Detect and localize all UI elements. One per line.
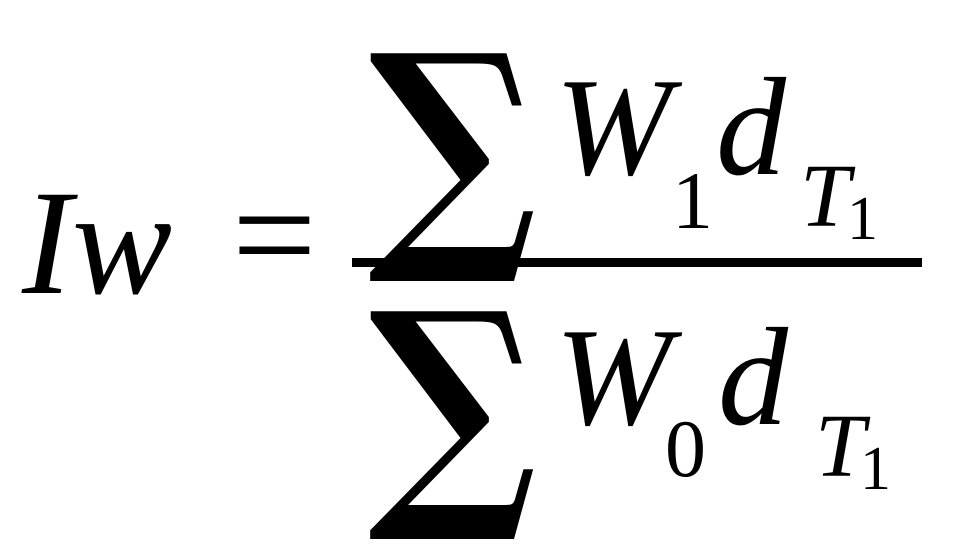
weight-variable: W (555, 50, 672, 205)
weight-variable: W (555, 300, 672, 455)
distance-sub-subscript: 1 (860, 435, 891, 503)
distance-variable: d (716, 50, 786, 205)
distance-sub-subscript: 1 (847, 185, 878, 253)
equals-sign: = (232, 152, 317, 318)
distance-variable: d (718, 300, 788, 455)
weight-subscript: 1 (672, 155, 713, 246)
summation-symbol: ∑ (368, 256, 538, 550)
lhs-variable: Iw (22, 160, 172, 326)
distance-subscript: T (800, 147, 851, 246)
distance-subscript: T (815, 397, 866, 496)
summation-symbol: ∑ (368, 0, 538, 292)
weight-subscript: 0 (665, 403, 706, 494)
formula-equation: Iw = ∑ W 1 d T 1 ∑ W 0 d T 1 (22, 0, 922, 528)
fraction-bar (352, 258, 922, 267)
